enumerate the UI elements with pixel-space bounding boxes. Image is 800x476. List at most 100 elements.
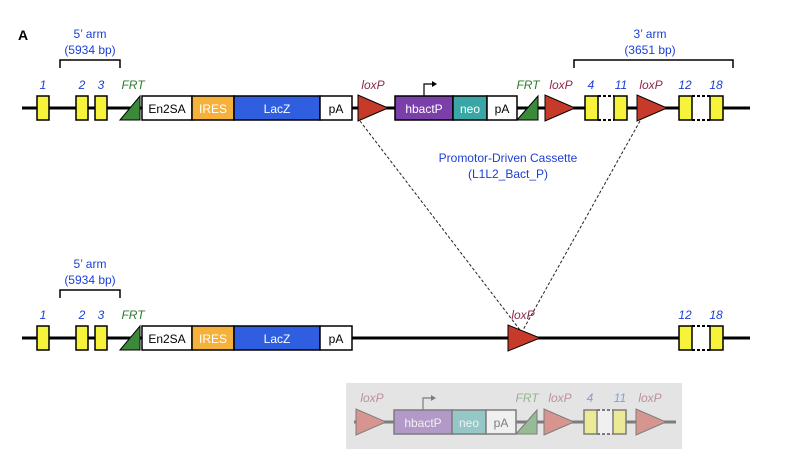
bottom-exon-label: 2 — [78, 308, 86, 322]
excised-neo-label: neo — [459, 416, 479, 430]
top-loxp-label: loxP — [361, 78, 384, 92]
excised-pa-label: pA — [494, 416, 509, 430]
top-gap-fill — [598, 96, 614, 120]
bottom-exon-18 — [709, 325, 724, 351]
bottom-gap-fill — [692, 326, 710, 350]
bottom-five-arm-bracket — [59, 289, 121, 298]
excised-frt-site — [514, 408, 538, 435]
bottom-loxp — [507, 324, 542, 352]
excised-promoter-arrowhead-icon — [431, 395, 436, 401]
top-en2sa-label: En2SA — [148, 102, 185, 116]
top-ires-label: IRES — [199, 102, 227, 116]
top-exon-label: 1 — [40, 78, 47, 92]
excised-gap-fill — [597, 410, 613, 434]
bottom-exon-12 — [678, 325, 693, 351]
bottom-exon-label: 3 — [98, 308, 105, 322]
bottom-exon-2 — [75, 325, 89, 351]
bottom-ires-label: IRES — [199, 332, 227, 346]
top-neo-box — [452, 95, 488, 121]
bottom-exon-label: 18 — [709, 308, 723, 322]
bottom-frt-site — [118, 324, 141, 351]
bottom-exon-label: 1 — [40, 308, 47, 322]
top-en2sa-box — [141, 95, 193, 121]
top-exon-3 — [94, 95, 108, 121]
excised-loxp-label-3: loxP — [638, 391, 661, 405]
bottom-pa-label: pA — [329, 332, 344, 346]
excised-frt-label: FRT — [515, 391, 540, 405]
excised-fragment: loxP hbactP neo pA FRT loxP 4 11 loxP — [346, 383, 682, 449]
top-loxp-label-3: loxP — [639, 78, 662, 92]
top-frt-label-2: FRT — [516, 78, 541, 92]
top-exon-label: 11 — [615, 78, 627, 92]
top-three-arm-title: 3’ arm — [634, 27, 667, 41]
top-pa-label: pA — [329, 102, 344, 116]
top-exon-label: 18 — [709, 78, 723, 92]
excised-exon-11 — [612, 409, 627, 435]
top-exon-label: 2 — [78, 78, 86, 92]
bottom-allele: 5’ arm (5934 bp) 1 2 3 12 18 FRT En2SA I… — [22, 257, 750, 352]
top-allele: 5’ arm (5934 bp) 3’ arm (3651 bp) 1 2 3 … — [22, 27, 750, 122]
bottom-ires-box — [191, 325, 235, 351]
top-exon-label: 12 — [678, 78, 692, 92]
bottom-exon-label: 12 — [678, 308, 692, 322]
top-exon-4 — [584, 95, 599, 121]
excised-loxp-1 — [355, 408, 388, 436]
top-loxp-3 — [636, 94, 669, 122]
top-loxp-1 — [357, 94, 390, 122]
excised-neo-box — [451, 409, 487, 435]
excised-exon-label: 11 — [614, 391, 626, 405]
bottom-frt-label: FRT — [121, 308, 146, 322]
promoter-arrow-icon — [423, 83, 432, 96]
panel-label: A — [18, 27, 28, 43]
top-gap-fill — [692, 96, 710, 120]
top-pa2-box — [486, 95, 518, 121]
excised-promoter-arrow-icon — [422, 397, 431, 410]
bottom-five-arm-size: (5934 bp) — [64, 273, 115, 287]
top-frt-site-2 — [515, 94, 539, 121]
top-five-arm-bracket — [59, 59, 121, 68]
top-frt-label: FRT — [121, 78, 146, 92]
top-three-arm-size: (3651 bp) — [624, 43, 675, 57]
excised-loxp-3 — [635, 408, 668, 436]
top-neo-label: neo — [460, 102, 480, 116]
excised-loxp-2 — [543, 408, 576, 436]
excised-hbactp-box — [393, 409, 453, 435]
recombination-line-left — [359, 120, 521, 331]
bottom-lacz-label: LacZ — [264, 332, 291, 346]
excised-exon-label: 4 — [587, 391, 594, 405]
bottom-en2sa-label: En2SA — [148, 332, 185, 346]
top-pa2-label: pA — [495, 102, 510, 116]
top-three-arm-bracket — [573, 59, 734, 68]
excised-pa-box — [485, 409, 517, 435]
top-exon-1 — [36, 95, 50, 121]
bottom-exon-1 — [36, 325, 50, 351]
top-hbactp-box — [394, 95, 454, 121]
top-loxp-2 — [544, 94, 577, 122]
excised-loxp-label: loxP — [360, 391, 383, 405]
top-frt-site — [118, 94, 141, 121]
bottom-lacz-box — [233, 325, 321, 351]
top-five-arm-size: (5934 bp) — [64, 43, 115, 57]
bottom-five-arm-title: 5’ arm — [74, 257, 107, 271]
bottom-en2sa-box — [141, 325, 193, 351]
top-exon-11 — [613, 95, 628, 121]
excised-exon-4 — [583, 409, 598, 435]
excised-loxp-label-2: loxP — [548, 391, 571, 405]
top-lacz-label: LacZ — [264, 102, 291, 116]
top-lacz-box — [233, 95, 321, 121]
top-exon-12 — [678, 95, 693, 121]
excised-hbactp-label: hbactP — [404, 416, 441, 430]
bottom-loxp-label: loxP — [511, 308, 534, 322]
excised-background — [346, 383, 682, 449]
top-pa-box — [319, 95, 353, 121]
top-hbactp-label: hbactP — [405, 102, 442, 116]
top-exon-label: 3 — [98, 78, 105, 92]
top-exon-2 — [75, 95, 89, 121]
cassette-subtitle: (L1L2_Bact_P) — [468, 167, 548, 181]
promoter-arrowhead-icon — [432, 81, 437, 87]
top-loxp-label-2: loxP — [549, 78, 572, 92]
bottom-pa-box — [319, 325, 353, 351]
top-five-arm-title: 5’ arm — [74, 27, 107, 41]
top-exon-label: 4 — [588, 78, 595, 92]
